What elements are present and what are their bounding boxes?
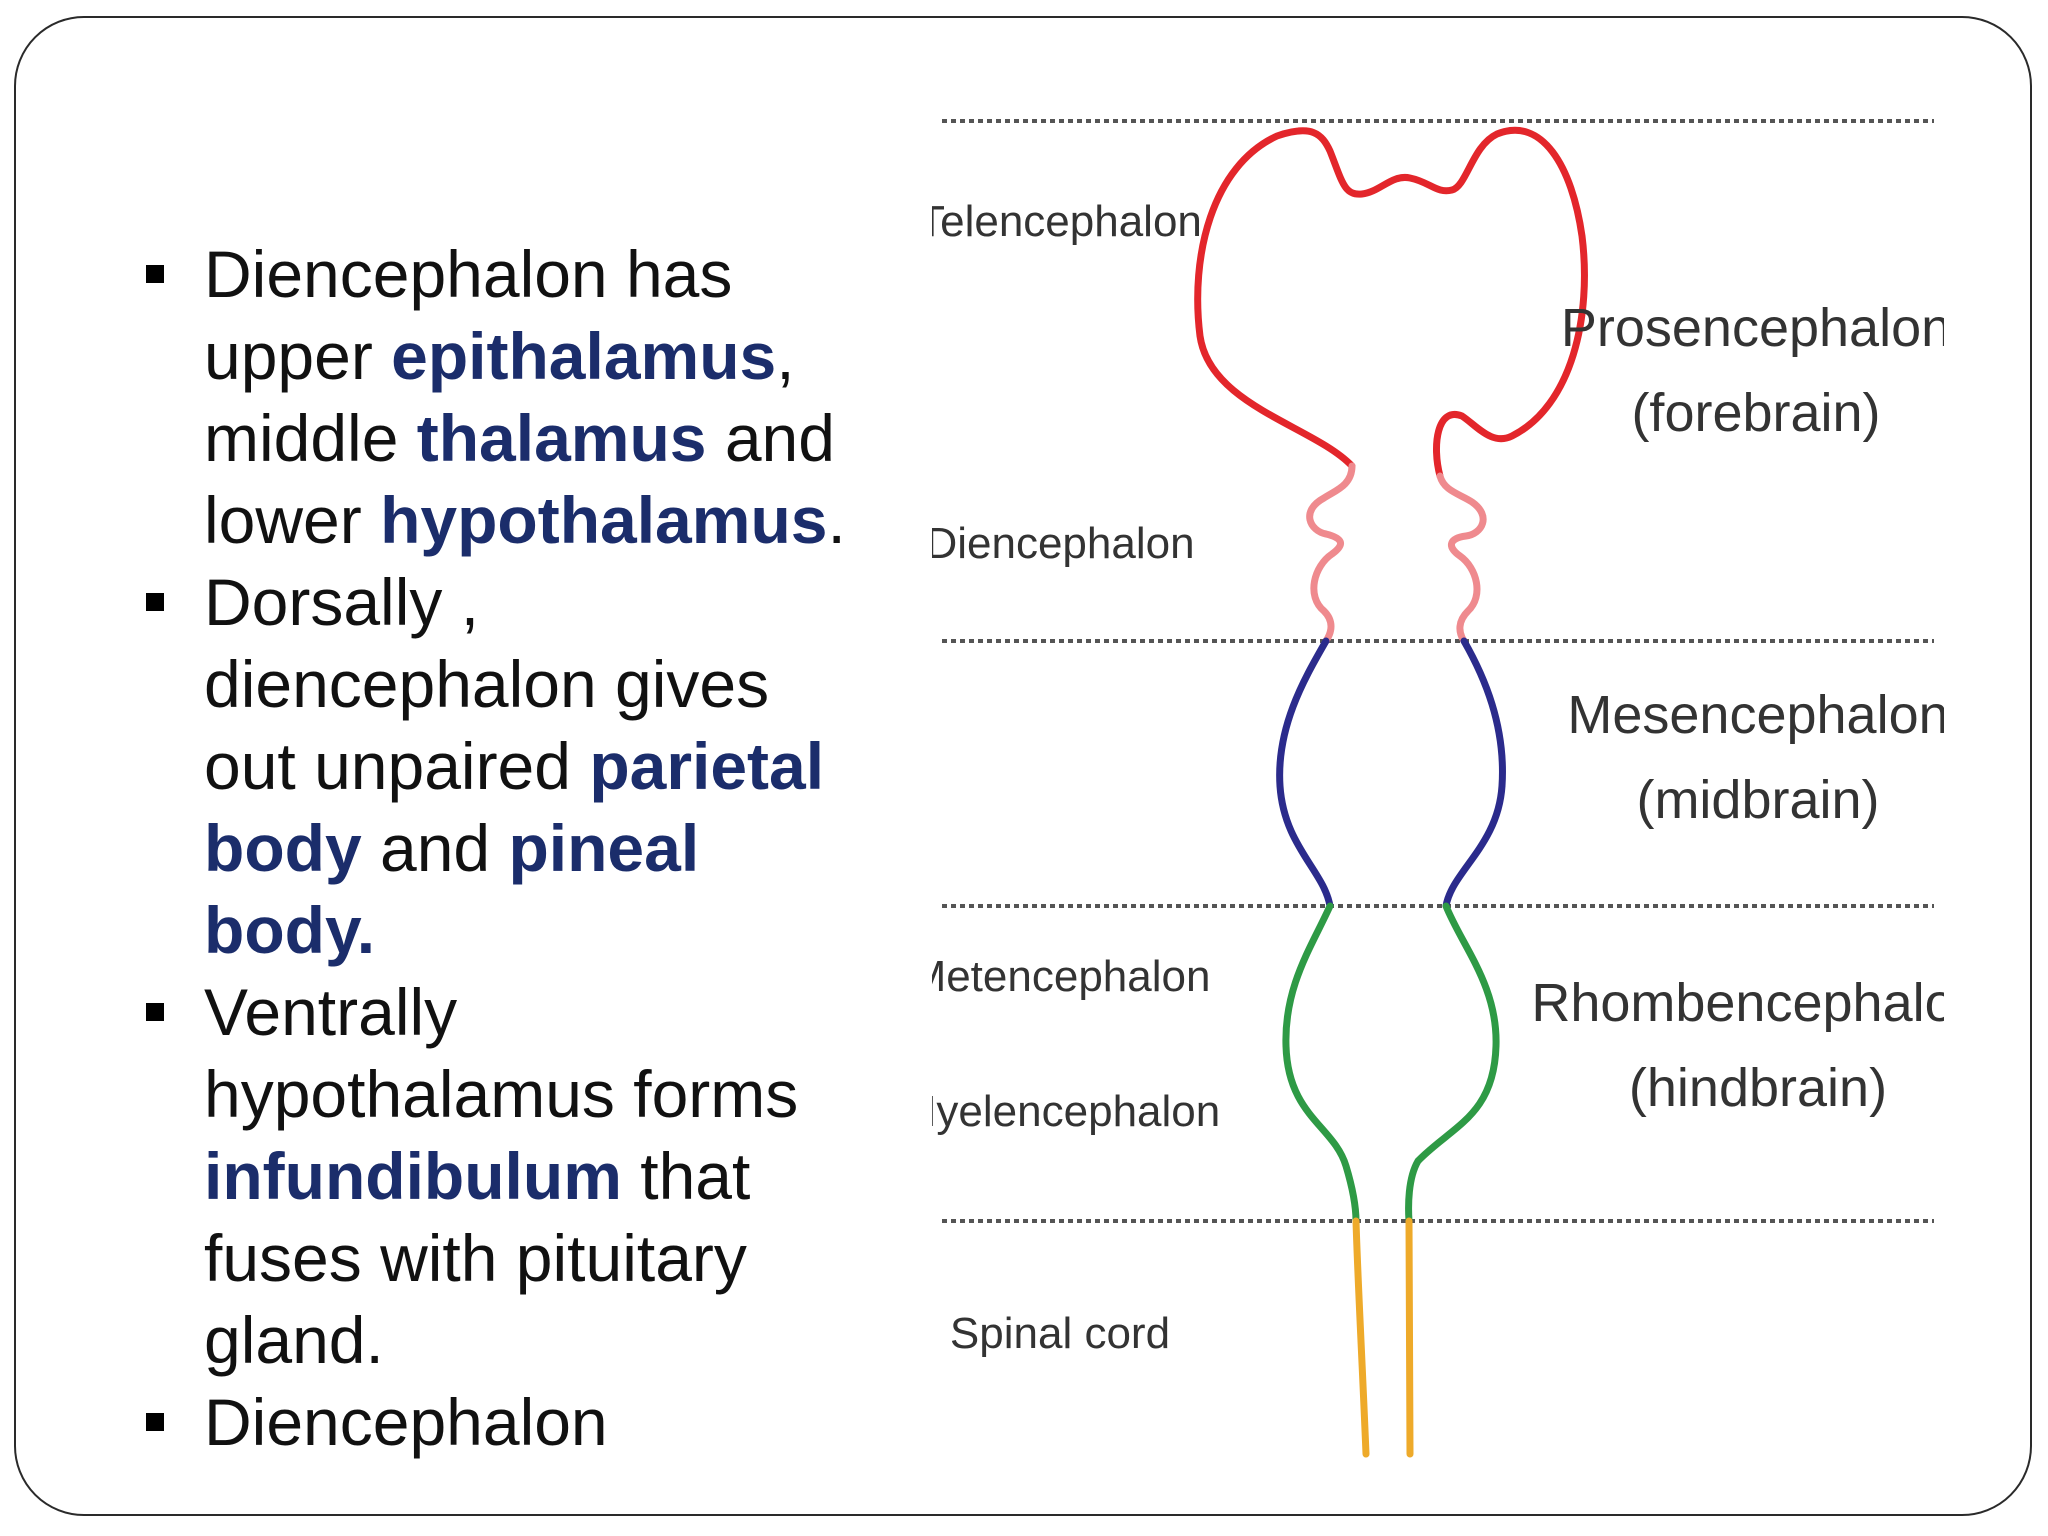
highlighted-term: parietal body xyxy=(204,729,825,885)
mesencephalon-outline-right xyxy=(1442,637,1506,910)
text-run: that fuses with pituitary gland. xyxy=(204,1139,751,1377)
square-bullet-icon xyxy=(146,265,164,283)
highlighted-term: thalamus xyxy=(416,401,707,475)
spinal-cord-outline-right xyxy=(1405,1217,1414,1458)
label-midbrain: (midbrain) xyxy=(1636,770,1879,830)
bullet-text: Diencephalon xyxy=(204,1385,608,1459)
mesencephalon-outline-left xyxy=(1276,637,1334,910)
bullet-text: Diencephalon has upper epithalamus, midd… xyxy=(204,237,846,557)
text-run: and lower xyxy=(204,401,835,557)
region-dividers xyxy=(942,119,1934,1223)
label-hindbrain: (hindbrain) xyxy=(1629,1058,1887,1118)
text-run: . xyxy=(827,483,846,557)
square-bullet-icon xyxy=(146,1413,164,1431)
diencephalon-outline-left xyxy=(1306,462,1356,645)
bullet-item: Ventrally hypothalamus forms infundibulu… xyxy=(144,971,864,1381)
label-rhombencephalon: Rhombencephalon xyxy=(1531,973,1944,1033)
bullet-text: Dorsally , diencephalon gives out unpair… xyxy=(204,565,824,967)
bullet-list: Diencephalon has upper epithalamus, midd… xyxy=(144,233,864,1463)
highlighted-term: epithalamus xyxy=(391,319,777,393)
bullet-item: Diencephalon has upper epithalamus, midd… xyxy=(144,233,864,561)
text-run: Ventrally hypothalamus forms xyxy=(204,975,799,1131)
highlighted-term: infundibulum xyxy=(204,1139,622,1213)
diencephalon-outline-right xyxy=(1436,472,1487,645)
rhombencephalon-outline-right xyxy=(1405,902,1500,1225)
label-mesencephalon: Mesencephalon xyxy=(1567,685,1944,745)
text-run: and xyxy=(361,811,509,885)
bullet-item: Diencephalon xyxy=(144,1381,864,1463)
brain-vesicles-svg: Telencephalon Diencephalon Metencephalon… xyxy=(932,119,1944,1458)
slide: Diencephalon has upper epithalamus, midd… xyxy=(14,16,2032,1516)
label-myelencephalon: Myelencephalon xyxy=(932,1087,1220,1136)
rhombencephalon-outline-left xyxy=(1282,902,1360,1225)
text-run: Diencephalon xyxy=(204,1385,608,1459)
label-prosencephalon: Prosencephalon xyxy=(1561,298,1944,358)
bullet-text: Ventrally hypothalamus forms infundibulu… xyxy=(204,975,798,1377)
brain-vesicles-diagram: Telencephalon Diencephalon Metencephalon… xyxy=(932,106,1944,1486)
text-run: Diencephalon has upper xyxy=(204,237,733,393)
label-metencephalon: Metencephalon xyxy=(932,952,1210,1001)
label-telencephalon: Telencephalon xyxy=(932,197,1202,246)
label-spinal-cord: Spinal cord xyxy=(950,1309,1170,1358)
label-forebrain: (forebrain) xyxy=(1631,383,1880,443)
spinal-cord-outline-left xyxy=(1352,1217,1370,1458)
telencephalon-outline xyxy=(1194,126,1588,480)
text-run: , middle xyxy=(204,319,795,475)
text-run: Dorsally , diencephalon gives out unpair… xyxy=(204,565,770,803)
label-diencephalon: Diencephalon xyxy=(932,519,1195,568)
highlighted-term: hypothalamus xyxy=(380,483,828,557)
bullet-item: Dorsally , diencephalon gives out unpair… xyxy=(144,561,864,971)
square-bullet-icon xyxy=(146,593,164,611)
highlighted-term: pineal body. xyxy=(204,811,700,967)
square-bullet-icon xyxy=(146,1003,164,1021)
